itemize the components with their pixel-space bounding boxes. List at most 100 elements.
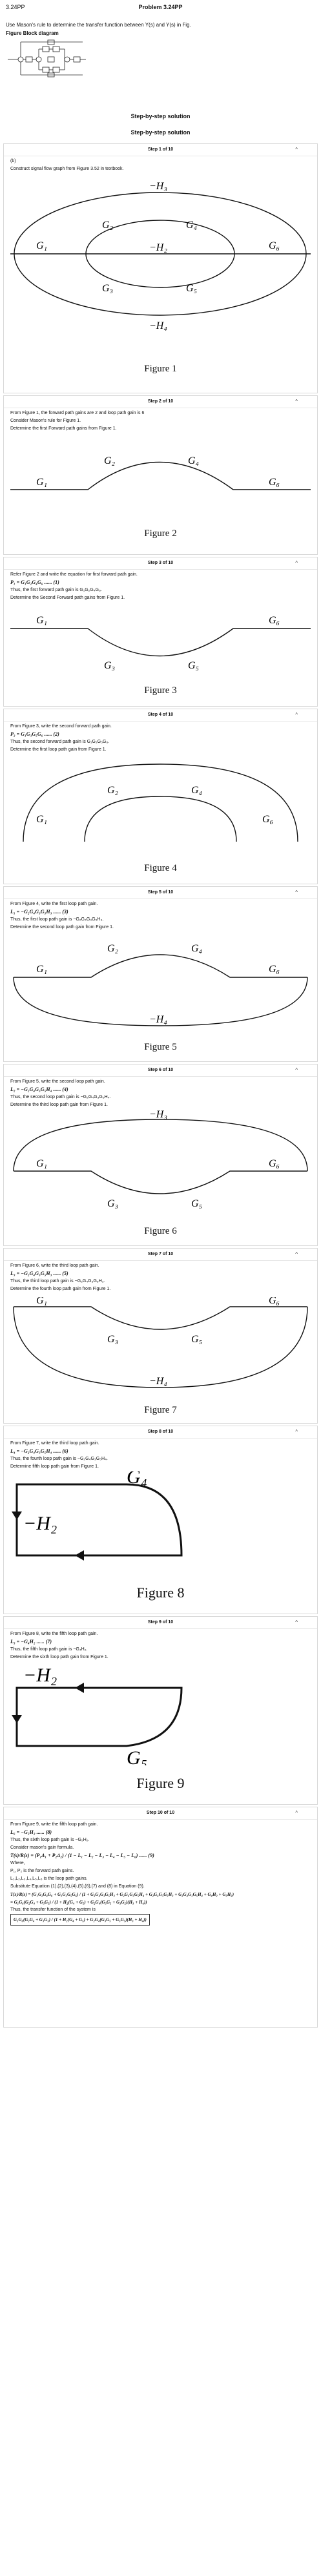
label-G1: G₁: [36, 1158, 47, 1169]
label-G1: G₁: [36, 814, 47, 825]
step-line: From Figure 6, write the third loop path…: [10, 1263, 99, 1268]
step-line: L₃ = −G₂G₄G₃G₅H₃ ...... (5): [10, 1271, 68, 1276]
step-line: L₅ = −G₄H₂ ...... (7): [10, 1639, 52, 1645]
step-line: From Figure 7, write the third loop path…: [10, 1441, 99, 1446]
chevron-up-icon[interactable]: ^: [295, 399, 298, 404]
label-H2: −H₂: [23, 1513, 57, 1534]
figure-caption: Figure 1: [144, 364, 177, 374]
label-G1: G₁: [36, 1297, 47, 1306]
block-diagram-caption: Figure Block diagram: [6, 30, 59, 36]
step-label: Step 5 of 10: [147, 890, 174, 895]
step-label: Step 1 of 10: [147, 147, 174, 152]
step-label: Step 8 of 10: [147, 1429, 174, 1434]
step-line: L₁ = −G₂G₄G₃G₅H₃ ...... (3): [10, 909, 68, 915]
label-G4: G₄: [191, 785, 202, 796]
step-line: From Figure 8, write the fifth loop path…: [10, 1632, 98, 1636]
chevron-up-icon[interactable]: ^: [295, 1619, 298, 1625]
step-label: Step 4 of 10: [147, 712, 174, 717]
page-header: 3.24PP Problem 3.24PP: [0, 0, 321, 14]
loop-6-graph: −H₂ G₅: [12, 1665, 183, 1765]
step-line: From Figure 1, the forward path gains ar…: [10, 411, 145, 415]
label-G5: G₅: [191, 1334, 202, 1345]
label-G6: G₆: [269, 1297, 280, 1306]
figure-caption: Figure 7: [144, 1405, 177, 1415]
step-header[interactable]: Step 6 of 10^: [4, 1065, 317, 1077]
step-header[interactable]: Step 9 of 10 ^: [4, 1617, 317, 1629]
step-line: From Figure 4, write the first loop path…: [10, 902, 98, 906]
step-card-4: Step 4 of 10^ From Figure 3, write the s…: [3, 709, 318, 884]
step-header[interactable]: Step 7 of 10^: [4, 1249, 317, 1261]
step-line: Thus, the second forward path gain is G₁…: [10, 740, 110, 744]
step-line: P₁, P₂ is the forward path gains.: [10, 1869, 74, 1873]
figure-caption: Figure 9: [136, 1775, 185, 1791]
step-line: Thus, the transfer function of the syste…: [10, 1907, 96, 1912]
label-G2: G₂: [107, 943, 119, 954]
step-header[interactable]: Step 4 of 10 ^: [4, 709, 317, 722]
step-header[interactable]: Step 3 of 10 ^: [4, 557, 317, 570]
problem-statement: Use Mason's rule to determine the transf…: [6, 21, 191, 37]
chevron-up-icon[interactable]: ^: [295, 1810, 298, 1816]
label-G1: G₁: [36, 964, 47, 975]
figure-caption: Figure 2: [144, 528, 177, 539]
step-header[interactable]: Step 10 of 10^: [4, 1807, 317, 1820]
label-G6: G₆: [269, 964, 280, 975]
label-H2: −H₂: [23, 1665, 57, 1686]
step-header[interactable]: Step 2 of 10 ^: [4, 396, 317, 408]
step-label: Step 2 of 10: [147, 399, 174, 404]
label-G6: G₆: [269, 1158, 280, 1169]
step-line: Thus, the second loop path gain is −G₂G₄…: [10, 1095, 111, 1099]
label-H4: −H₄: [149, 320, 167, 331]
signal-flow-graph: G₁ G₂ G₄ G₆ G₃ G₅ −H₂ −H₃ −H₄: [10, 181, 311, 331]
step-line: L₂ = −G₂G₄G₃G₅H₄ ...... (4): [10, 1086, 68, 1092]
step-line: Determine the fourth loop path gain from…: [10, 1287, 111, 1291]
label-G6: G₆: [269, 477, 280, 488]
substituted-formula: T(s)/R(s) = (G₁G₂G₄G₆ + G₁G₃G₅G₆) / (1 +…: [10, 1892, 234, 1897]
label-H3: −H₃: [149, 1110, 167, 1120]
chevron-up-icon[interactable]: ^: [295, 1429, 298, 1435]
chevron-up-icon[interactable]: ^: [295, 560, 298, 566]
step-line: Determine fifth loop path gain from Figu…: [10, 1464, 99, 1469]
step-line: Construct signal flow graph from Figure …: [10, 167, 124, 171]
step-card-9: Step 9 of 10 ^ From Figure 8, write the f…: [3, 1616, 318, 1805]
chevron-up-icon[interactable]: ^: [295, 147, 298, 152]
step-line: Thus, the first loop path gain is −G₂G₄G…: [10, 917, 104, 922]
label-G6: G₆: [262, 814, 273, 825]
step-line: Determine the third loop path gain from …: [10, 1103, 108, 1107]
chevron-up-icon[interactable]: ^: [295, 889, 298, 895]
chevron-up-icon[interactable]: ^: [295, 1067, 298, 1073]
label-G4: G₄: [127, 1471, 147, 1488]
label-H2: −H₂: [149, 242, 167, 253]
step-header[interactable]: Step 8 of 10 ^: [4, 1426, 317, 1439]
step-line: Thus, the third loop path gain is −G₂G₄G…: [10, 1279, 105, 1283]
step-line: Determine the sixth loop path gain from …: [10, 1655, 109, 1659]
label-G1: G₁: [36, 240, 47, 251]
figure-caption: Figure 3: [144, 685, 177, 696]
simplified-formula: = G₁G₆(G₂G₄ + G₃G₅) / (1 + H₂(G₄ + G₅) +…: [10, 1900, 147, 1905]
label-G4: G₄: [188, 455, 199, 466]
label-G2: G₂: [107, 785, 119, 796]
step-line: P₂ = G₁G₃G₅G₆ ...... (2): [10, 731, 59, 737]
step-label: Step 3 of 10: [147, 561, 174, 565]
header-left: 3.24PP: [6, 4, 25, 10]
label-G6: G₆: [269, 615, 280, 626]
step-line: L₄ = −G₂G₄G₃G₅H₄ ...... (6): [10, 1448, 68, 1454]
step-label: Step 9 of 10: [147, 1620, 174, 1625]
step-card-3: Step 3 of 10^ Refer Figure 2 and write t…: [3, 557, 318, 707]
forward-path-2-graph: G₁ G₃ G₅ G₆: [10, 615, 311, 671]
step-card-8: Step 8 of 10 ^ From Figure 7, write the t…: [3, 1426, 318, 1614]
final-transfer-function: G₁G₆(G₂G₄ + G₃G₅) / (1 + H₂(G₄ + G₅) + G…: [10, 1914, 150, 1926]
step-line: Determine the first loop path gain from …: [10, 747, 107, 752]
figure-caption: Figure 4: [144, 863, 177, 873]
label-G5: G₅: [186, 283, 197, 294]
label-G3: G₃: [107, 1334, 118, 1345]
label-G5: G₅: [188, 660, 199, 671]
label-G5: G₅: [127, 1747, 147, 1765]
step-line: Determine the second loop path gain from…: [10, 925, 114, 930]
chevron-up-icon[interactable]: ^: [295, 712, 298, 718]
step-header[interactable]: Step 5 of 10 ^: [4, 887, 317, 899]
step-line: Thus, the sixth loop path gain is −G₅H₂.: [10, 1838, 90, 1842]
step-line: Thus, the fifth loop path gain is −G₄H₂.: [10, 1647, 88, 1652]
chevron-up-icon[interactable]: ^: [295, 1251, 298, 1257]
step-line: Where,: [10, 1861, 25, 1865]
step-header[interactable]: Step 1 of 10 ^: [4, 144, 317, 156]
